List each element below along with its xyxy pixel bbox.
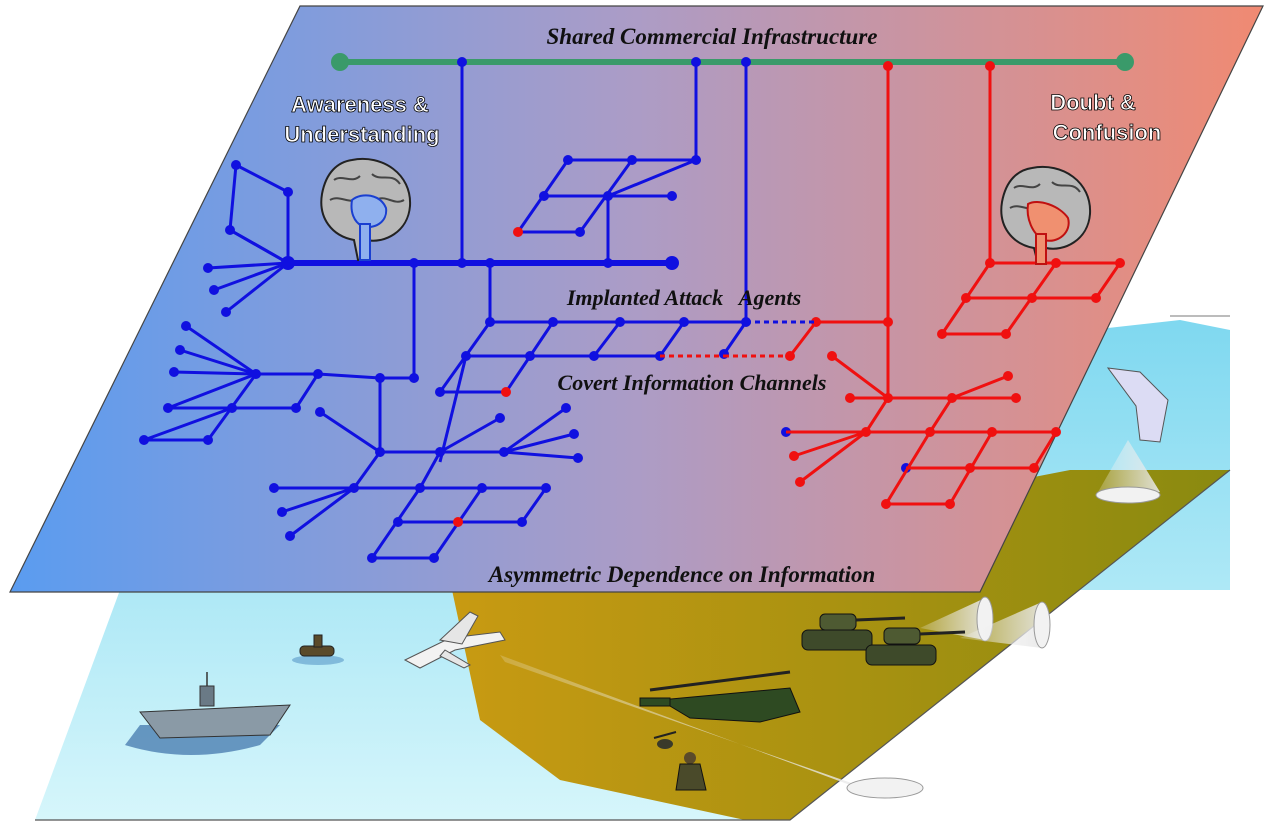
blue-network <box>143 62 748 560</box>
fighter-jet-icon <box>403 611 506 669</box>
uav-beam <box>1098 440 1160 492</box>
tank-beam-2 <box>960 602 1042 648</box>
information-plane-surface <box>9 5 1264 593</box>
implanted-agent-nodes <box>453 227 523 527</box>
awareness-label-line2: Understanding <box>284 122 439 147</box>
shared-infrastructure-label: Shared Commercial Infrastructure <box>547 24 878 49</box>
blue-network-nodes <box>139 57 911 563</box>
doubt-label-line2: Confusion <box>1053 120 1162 145</box>
sea-area <box>35 320 1230 820</box>
red-network-nodes <box>785 61 1125 509</box>
doubt-label-line1: Doubt & <box>1050 90 1136 115</box>
implanted-agents-label: Implanted Attack Agents <box>566 285 801 310</box>
covert-channels-label: Covert Information Channels <box>558 370 827 395</box>
awareness-label-line1: Awareness & <box>291 92 429 117</box>
uav-beam-spot <box>1095 486 1161 504</box>
tank-beam-2-spot <box>1033 601 1051 649</box>
uav-icon <box>1106 367 1169 443</box>
shared-infrastructure-bus <box>331 53 1134 71</box>
aircraft-carrier-icon <box>125 672 291 755</box>
asymmetric-dependence-label: Asymmetric Dependence on Information <box>487 562 876 587</box>
tank-beam-1 <box>920 598 985 640</box>
jet-beam-spot <box>846 777 924 799</box>
information-plane <box>9 5 1264 593</box>
ground-outline <box>35 469 1231 821</box>
helicopter-icon <box>639 670 801 723</box>
covert-channel-links <box>660 320 816 358</box>
brain-icon <box>320 157 412 261</box>
brain-icon <box>1000 165 1092 265</box>
soldier-icon <box>653 731 707 791</box>
submarine-icon <box>292 634 344 665</box>
sensor-beams <box>500 440 1161 800</box>
tank-icon <box>801 613 966 666</box>
